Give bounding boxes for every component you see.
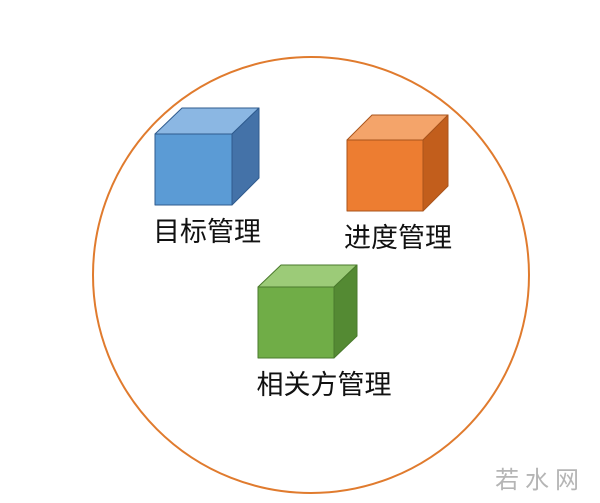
boundary-circle — [92, 56, 530, 494]
label-goal-management: 目标管理 — [153, 217, 261, 248]
cube-front-face — [346, 139, 424, 212]
cube-progress-management — [346, 114, 449, 212]
cube-front-face — [257, 286, 335, 359]
label-progress-management: 进度管理 — [344, 223, 452, 254]
watermark-text: 若水网 — [495, 466, 585, 494]
cube-goal-management — [154, 107, 260, 206]
label-stakeholder-management: 相关方管理 — [257, 370, 392, 401]
cube-stakeholder-management — [257, 264, 358, 359]
cube-front-face — [154, 133, 233, 206]
